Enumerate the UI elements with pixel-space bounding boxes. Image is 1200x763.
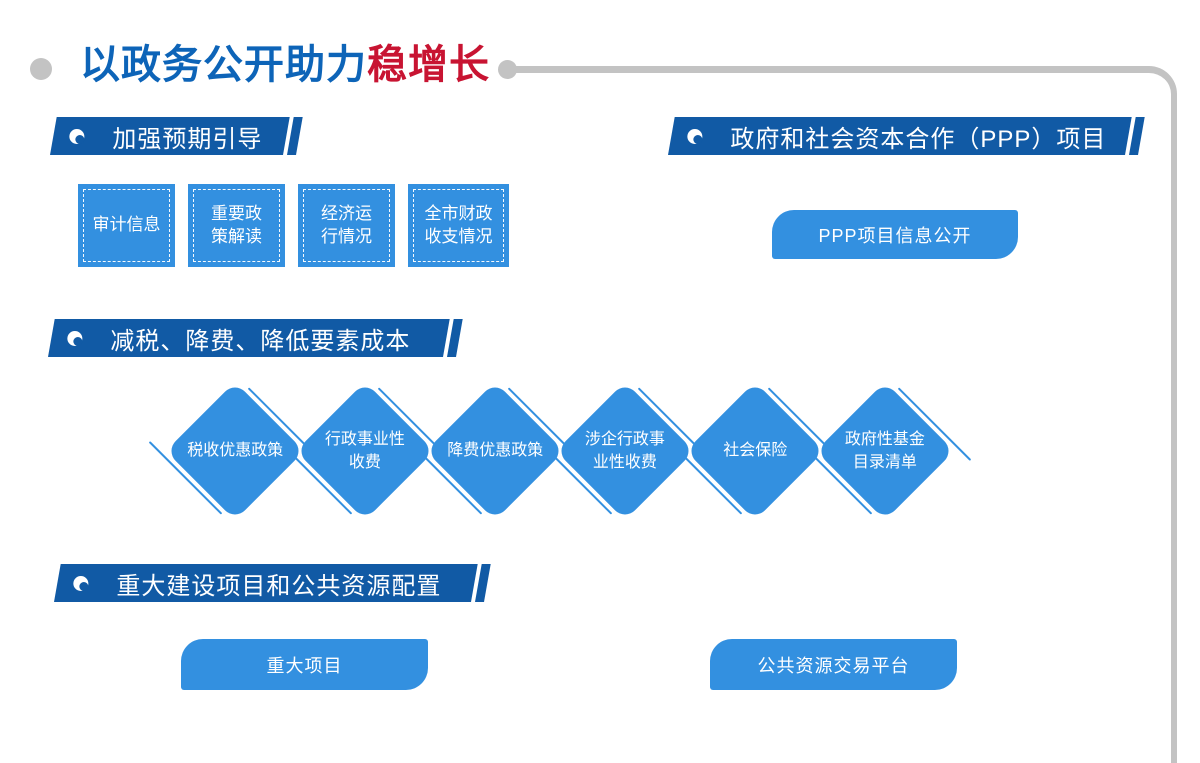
decorative-dot-icon: [498, 60, 517, 79]
major-projects-button[interactable]: 重大项目: [181, 639, 428, 690]
button-label: 重大项目: [266, 655, 343, 676]
section-title: 减税、降费、降低要素成本: [110, 327, 411, 355]
tile-label: 全市财政 收支情况: [424, 204, 493, 246]
section-header-content: 加强预期引导: [53, 117, 299, 155]
bullet-circle-icon: [67, 330, 83, 346]
diamond-label: 降费优惠政策: [446, 442, 543, 460]
page-title-accent: 稳增长: [367, 43, 490, 87]
diamond-label: 行政事业性 收费: [324, 430, 405, 471]
section-header-cost-reduction: 减税、降费、降低要素成本: [48, 319, 463, 357]
diamond-label: 社会保险: [722, 442, 787, 460]
diamond-label: 政府性基金 目录清单: [844, 430, 925, 471]
bullet-circle-icon: [73, 575, 89, 591]
decorative-dot-icon: [30, 58, 52, 80]
decorative-connector-line: [498, 60, 1177, 763]
button-label: PPP项目信息公开: [818, 225, 972, 246]
section-title: 加强预期引导: [112, 125, 263, 153]
bullet-circle-icon: [69, 128, 85, 144]
tile-audit-info[interactable]: 审计信息: [78, 184, 175, 267]
section-header-ppp: 政府和社会资本合作（PPP）项目: [668, 117, 1145, 155]
public-resource-trading-platform-button[interactable]: 公共资源交易平台: [710, 639, 957, 690]
section-header-content: 重大建设项目和公共资源配置: [57, 564, 487, 602]
section-header-content: 政府和社会资本合作（PPP）项目: [671, 117, 1141, 155]
tile-label: 经济运 行情况: [321, 204, 372, 246]
tile-label: 重要政 策解读: [211, 204, 262, 246]
ppp-info-disclosure-button[interactable]: PPP项目信息公开: [772, 210, 1018, 259]
section-header-major-projects: 重大建设项目和公共资源配置: [54, 564, 491, 602]
diamond-label: 涉企行政事 业性收费: [584, 430, 665, 471]
tile-policy-interpretation[interactable]: 重要政 策解读: [188, 184, 285, 267]
diamond-label: 税收优惠政策: [186, 442, 283, 460]
tile-fiscal-revenue-expenditure[interactable]: 全市财政 收支情况: [408, 184, 509, 267]
section-title: 政府和社会资本合作（PPP）项目: [730, 125, 1107, 153]
page-title-main: 以政务公开助力: [80, 43, 367, 87]
button-label: 公共资源交易平台: [757, 655, 910, 676]
page-title: 以政务公开助力稳增长: [80, 42, 490, 88]
tile-economic-operation[interactable]: 经济运 行情况: [298, 184, 395, 267]
diamond-administrative-fees[interactable]: 行政事业性 收费: [295, 381, 435, 521]
bullet-circle-icon: [687, 128, 703, 144]
section-header-expectation: 加强预期引导: [50, 117, 303, 155]
section-header-content: 减税、降费、降低要素成本: [51, 319, 459, 357]
diamond-tax-incentive-policy[interactable]: 税收优惠政策: [165, 381, 305, 521]
tile-label: 审计信息: [92, 215, 161, 235]
section-title: 重大建设项目和公共资源配置: [116, 572, 442, 600]
